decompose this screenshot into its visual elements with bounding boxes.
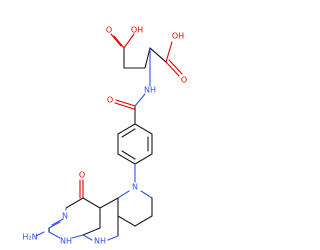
bond (117, 153, 136, 165)
bond (149, 47, 167, 63)
bond (134, 93, 146, 107)
bond (35, 231, 45, 237)
atom-label-pyrimidine-nitrogen: N (62, 212, 68, 221)
bond (121, 150, 136, 160)
atom-label-pyrimidine-nh: NH (60, 237, 72, 246)
bond (134, 215, 153, 227)
bond (48, 231, 61, 239)
bond (82, 227, 101, 236)
bond (121, 128, 136, 138)
atom-label-oxygen: O (79, 171, 85, 180)
bond (168, 59, 183, 75)
bond (117, 123, 136, 135)
bond (144, 47, 151, 69)
bond (107, 235, 119, 241)
bond (115, 99, 136, 107)
atom-label-hydroxyl: OH (172, 32, 184, 41)
structure-canvas: O OH OH O NH O N O N H₂N NH NH (22, 26, 187, 246)
bond (113, 35, 125, 49)
molecule-diagram: O OH OH O NH O N O N H₂N NH NH (22, 26, 187, 246)
bond (71, 234, 84, 239)
atom-label-ring-nh: NH (94, 237, 106, 246)
bond (110, 33, 122, 47)
bond (82, 234, 93, 241)
bond (165, 41, 173, 63)
bond (134, 123, 153, 135)
bond (123, 33, 135, 49)
bond (165, 61, 180, 77)
bond (99, 197, 119, 209)
atom-label-oxygen: O (106, 26, 112, 35)
atom-label-hydroxyl: OH (131, 26, 143, 35)
atom-label-ring-nitrogen: N (132, 183, 138, 192)
bond (82, 197, 101, 209)
atom-label-amide-nitrogen: NH (144, 86, 156, 95)
atom-label-oxygen: O (107, 96, 113, 105)
bond (48, 221, 61, 229)
bond (117, 190, 130, 199)
bond (51, 218, 64, 226)
bond (65, 197, 84, 209)
atom-label-oxygen: O (181, 76, 187, 85)
bond (114, 102, 135, 110)
bond (134, 153, 153, 165)
atom-label-amino: H₂N (22, 233, 37, 242)
bond (117, 215, 136, 227)
bond (140, 190, 153, 199)
